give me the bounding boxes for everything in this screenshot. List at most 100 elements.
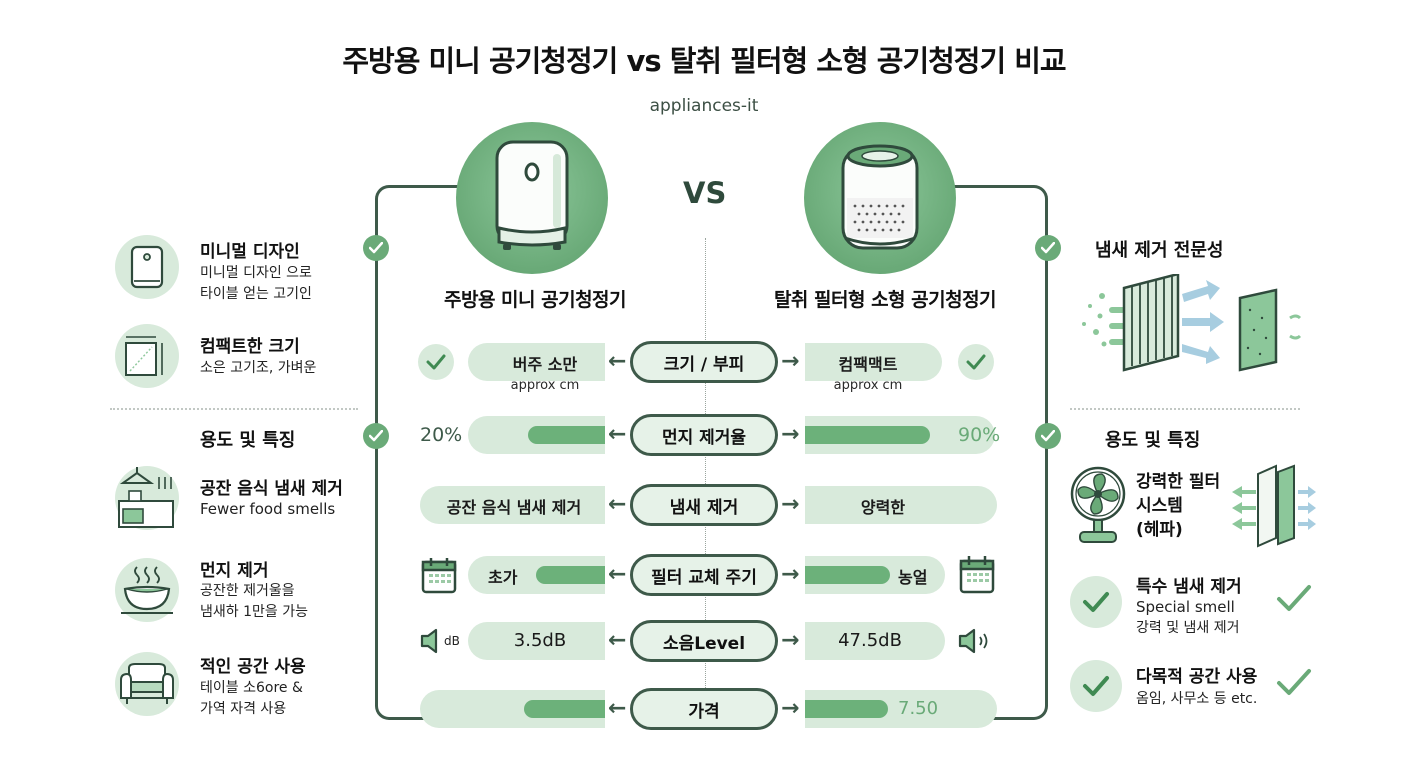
use-desc: 옴임, 사무소 등 etc. bbox=[1136, 691, 1258, 707]
check-icon bbox=[1070, 576, 1122, 628]
price-right-value: 7.50 bbox=[898, 698, 939, 719]
section-divider bbox=[110, 408, 358, 410]
minimal-device-icon bbox=[115, 235, 179, 299]
arrow-right-icon: → bbox=[781, 628, 800, 653]
noise-left-value: 3.5dB bbox=[513, 630, 567, 651]
calendar-icon bbox=[420, 556, 458, 598]
arrow-right-icon: → bbox=[781, 349, 800, 374]
steaming-bowl-icon bbox=[115, 558, 179, 622]
feature-desc: 타이블 얻는 고기인 bbox=[200, 286, 312, 302]
boxy-air-purifier-icon bbox=[456, 122, 608, 274]
row-label-price: 가격 bbox=[630, 688, 778, 730]
use-title: 시스템 bbox=[1136, 496, 1183, 516]
check-icon bbox=[1070, 660, 1122, 712]
fan-icon bbox=[1068, 464, 1128, 548]
use-desc: 테이블 소6ore & bbox=[200, 680, 303, 696]
check-icon bbox=[958, 344, 994, 380]
check-icon bbox=[418, 344, 454, 380]
right-product-name: 탈취 필터형 소형 공기청정기 bbox=[773, 289, 997, 311]
filter-right-bar bbox=[805, 566, 890, 584]
odor-left-value: 공잔 음식 냄새 제거 bbox=[446, 498, 582, 517]
row-label-noise: 소음Level bbox=[630, 620, 778, 662]
arrow-right-icon: → bbox=[781, 492, 800, 517]
dust-right-bar bbox=[805, 426, 930, 444]
filter-left-bar bbox=[536, 566, 605, 584]
feature-desc: 미니멀 디자인 으로 bbox=[200, 265, 312, 281]
price-right-bar bbox=[805, 700, 888, 718]
arrow-right-icon: → bbox=[781, 562, 800, 587]
right-bracket-line bbox=[948, 185, 1048, 720]
speaker-loud-icon bbox=[958, 628, 998, 658]
use-desc: Fewer food smells bbox=[200, 500, 336, 518]
section-heading: 용도 및 특징 bbox=[200, 430, 296, 451]
use-title: 다목적 공간 사용 bbox=[1136, 667, 1258, 687]
left-product-name: 주방용 미니 공기청정기 bbox=[443, 289, 627, 311]
arrow-left-icon: ← bbox=[608, 628, 627, 653]
size-left-note: approx cm bbox=[510, 378, 580, 393]
right-heading: 냄새 제거 전문성 bbox=[1095, 240, 1224, 261]
dust-left-percent: 20% bbox=[420, 424, 463, 446]
row-label-filter: 필터 교체 주기 bbox=[630, 554, 778, 596]
use-title: 특수 냄새 제거 bbox=[1136, 577, 1242, 597]
noise-right-lane bbox=[805, 622, 945, 660]
filter-right-value: 농얼 bbox=[898, 568, 928, 587]
odor-right-lane bbox=[805, 486, 997, 524]
odor-right-value: 양력한 bbox=[860, 498, 906, 517]
dimensions-icon bbox=[115, 324, 179, 388]
row-label-size: 크기 / 부피 bbox=[630, 341, 778, 383]
arrow-left-icon: ← bbox=[608, 562, 627, 587]
check-icon bbox=[1276, 668, 1312, 702]
size-right-note: approx cm bbox=[833, 378, 903, 393]
check-icon bbox=[1276, 584, 1312, 618]
price-left-bar bbox=[524, 700, 605, 718]
feature-title: 미니멀 디자인 bbox=[200, 242, 300, 262]
vs-label: VS bbox=[683, 176, 727, 210]
filter-left-value: 초가 bbox=[488, 568, 518, 587]
size-right-lane bbox=[805, 343, 942, 381]
arrow-left-icon: ← bbox=[608, 696, 627, 721]
use-title: 먼지 제거 bbox=[200, 561, 269, 581]
use-title: 강력한 필터 bbox=[1136, 472, 1221, 492]
use-desc: Special smell bbox=[1136, 598, 1235, 616]
odor-left-lane bbox=[420, 486, 605, 524]
size-left-lane bbox=[468, 343, 605, 381]
kitchen-icon bbox=[115, 466, 179, 530]
feature-desc: 소은 고기조, 가벼운 bbox=[200, 360, 317, 376]
feature-title: 컴팩트한 크기 bbox=[200, 337, 300, 357]
page-title: 주방용 미니 공기청정기 vs 탈취 필터형 소형 공기청정기 비교 bbox=[342, 44, 1066, 78]
section-divider bbox=[1070, 408, 1300, 410]
speaker-icon: dB bbox=[420, 628, 460, 654]
hepa-filter-icon bbox=[1228, 464, 1318, 552]
dust-left-bar bbox=[528, 426, 605, 444]
row-label-odor: 냄새 제거 bbox=[630, 484, 778, 526]
page-subtitle: appliances-it bbox=[649, 96, 759, 116]
use-title: 적인 공간 사용 bbox=[200, 657, 306, 677]
use-title: (헤파) bbox=[1136, 520, 1183, 540]
arrow-right-icon: → bbox=[781, 696, 800, 721]
arrow-left-icon: ← bbox=[608, 492, 627, 517]
row-label-dust: 먼지 제거율 bbox=[630, 414, 778, 456]
use-title: 공잔 음식 냄새 제거 bbox=[200, 479, 343, 499]
armchair-icon bbox=[115, 652, 179, 716]
arrow-left-icon: ← bbox=[608, 349, 627, 374]
section-heading: 용도 및 특징 bbox=[1105, 430, 1201, 451]
use-desc: 냄새하 1만을 가능 bbox=[200, 604, 308, 620]
use-desc: 공잔한 제거울을 bbox=[200, 583, 295, 599]
noise-right-value: 47.5dB bbox=[838, 630, 902, 651]
speaker-db-label: dB bbox=[444, 634, 460, 648]
check-icon bbox=[1035, 235, 1061, 261]
center-divider bbox=[705, 238, 706, 728]
calendar-icon bbox=[958, 554, 996, 598]
size-left-value: 버주 소만 bbox=[512, 355, 578, 374]
arrow-right-icon: → bbox=[781, 422, 800, 447]
dust-right-percent: 90% bbox=[958, 424, 1001, 446]
noise-left-lane bbox=[468, 622, 605, 660]
arrow-left-icon: ← bbox=[608, 422, 627, 447]
filter-airflow-illustration bbox=[1080, 272, 1310, 388]
check-icon bbox=[1035, 423, 1061, 449]
size-right-value: 컴팩맥트 bbox=[838, 355, 898, 374]
use-desc: 강력 및 냄새 제거 bbox=[1136, 620, 1240, 636]
use-desc: 가역 자격 사용 bbox=[200, 701, 287, 717]
cylindrical-air-purifier-icon bbox=[804, 122, 956, 274]
check-icon bbox=[363, 423, 389, 449]
